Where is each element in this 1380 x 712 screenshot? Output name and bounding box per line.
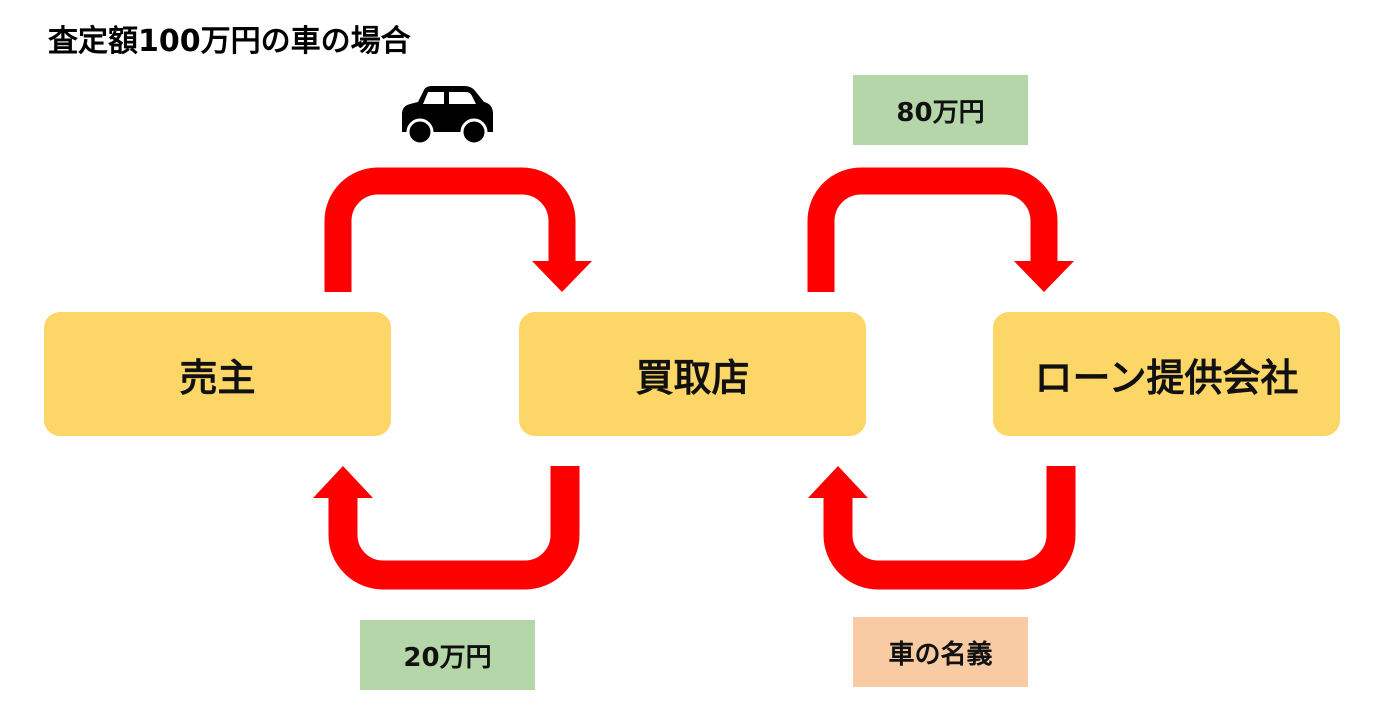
arrowhead-loan-to-buyer — [808, 466, 868, 498]
label-car-title: 車の名義 — [853, 617, 1028, 687]
car-icon — [402, 86, 493, 146]
label-payment-to-loan: 80万円 — [853, 75, 1028, 145]
arrow-loan-to-buyer — [823, 466, 1076, 590]
diagram-title: 査定額100万円の車の場合 — [48, 24, 411, 59]
arrowhead-buyer-to-seller — [313, 466, 373, 498]
arrow-buyer-to-seller — [328, 466, 580, 590]
arrowhead-buyer-to-loan — [1014, 261, 1074, 292]
arrowhead-seller-to-buyer — [532, 261, 592, 292]
arrow-buyer-to-loan — [807, 167, 1058, 292]
node-seller: 売主 — [44, 312, 391, 436]
arrow-seller-to-buyer — [324, 167, 576, 292]
label-payment-to-seller: 20万円 — [360, 620, 535, 690]
node-loan-company: ローン提供会社 — [993, 312, 1340, 436]
node-buyer: 買取店 — [519, 312, 866, 436]
